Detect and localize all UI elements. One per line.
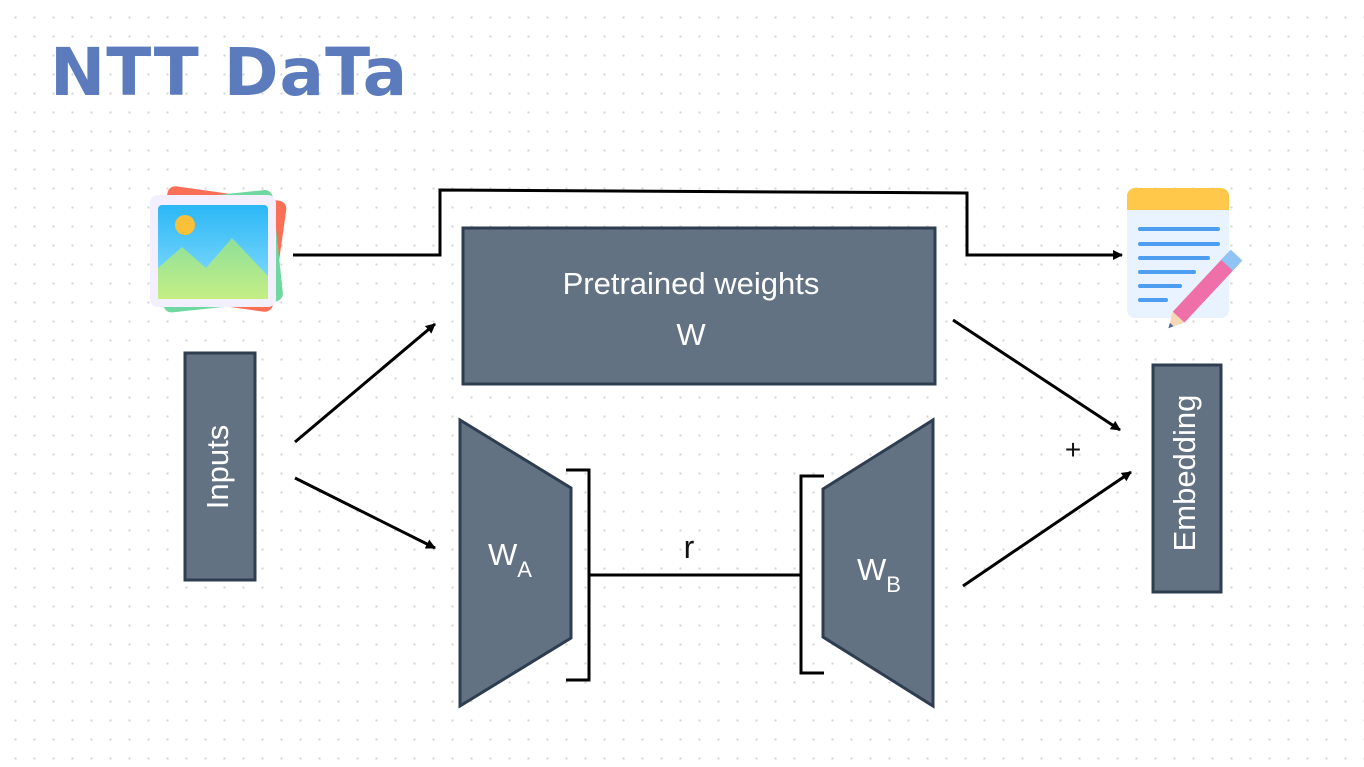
embedding-label: Embedding [1167, 395, 1202, 552]
pretrained-weights-symbol: W [676, 317, 706, 352]
inputs-node: Inputs [183, 351, 257, 582]
wa-matrix-node: WA [458, 417, 573, 709]
wb-subscript: B [886, 572, 901, 597]
wb-base: W [857, 552, 887, 587]
rank-label: r [684, 529, 695, 565]
wb-label: WB [857, 552, 901, 597]
pretrained-weights-node: Pretrained weights W [461, 226, 937, 386]
wa-base: W [488, 537, 518, 572]
image-gallery-icon [150, 186, 287, 313]
wb-matrix-node: WB [821, 417, 935, 709]
wa-label: WA [488, 537, 532, 582]
wa-subscript: A [517, 557, 532, 582]
pretrained-weights-label: Pretrained weights [563, 266, 820, 301]
embedding-node: Embedding [1151, 363, 1223, 594]
inputs-label: Inputs [200, 425, 235, 509]
ntt-data-logo: NTT DaTa [50, 34, 408, 111]
plus-sign: + [1065, 434, 1081, 465]
notepad-pencil-icon [1127, 188, 1243, 329]
